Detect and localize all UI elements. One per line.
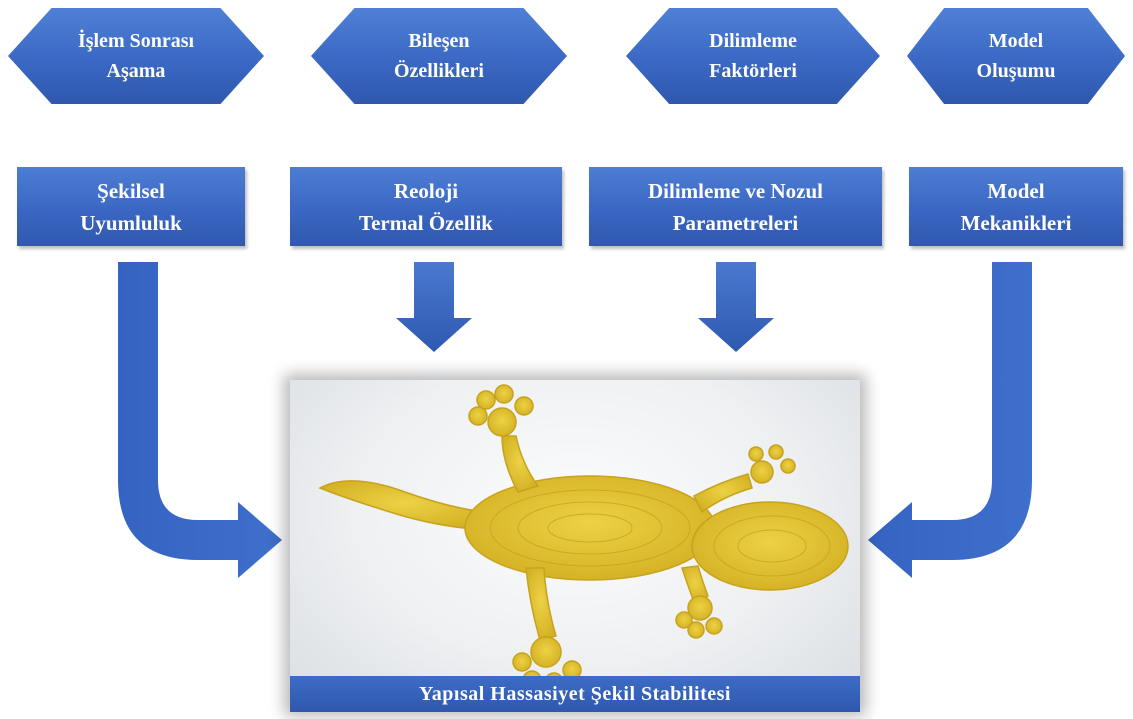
caption-text: Yapısal Hassasiyet Şekil Stabilitesi: [419, 683, 731, 706]
curved-arrow-left-icon: [118, 262, 282, 578]
down-arrow-slicing-icon: [698, 262, 774, 352]
gecko-photo: [290, 380, 860, 710]
gecko-image: [290, 380, 860, 710]
down-arrow-rheology-icon: [396, 262, 472, 352]
result-caption: Yapısal Hassasiyet Şekil Stabilitesi: [290, 676, 860, 712]
curved-arrow-right-icon: [868, 262, 1032, 578]
